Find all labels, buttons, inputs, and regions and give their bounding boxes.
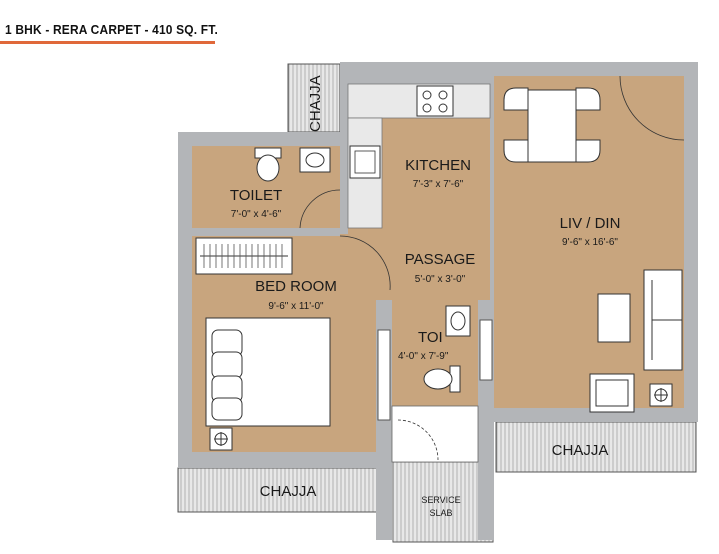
chajja-top-area <box>287 63 341 133</box>
passage-size: 5'-0" x 3'-0" <box>415 274 466 285</box>
fan-icon <box>209 427 233 451</box>
bedroom-window <box>377 329 391 421</box>
kitchen-size: 7'-3" x 7'-6" <box>413 179 464 190</box>
duct-door-swing <box>397 419 439 461</box>
chajja-top-label: CHAJJA <box>307 75 324 132</box>
sofa-icon <box>643 269 683 371</box>
armchair <box>589 373 635 413</box>
stove-icon <box>416 85 454 117</box>
kitchen-name: KITCHEN <box>405 157 471 174</box>
toilet-size: 7'-0" x 4'-6" <box>231 209 282 220</box>
service-slab-area <box>392 461 494 543</box>
service-slab-line2: SLAB <box>429 508 452 518</box>
chajja-bottom-left-label: CHAJJA <box>260 483 317 500</box>
service-slab-line1: SERVICE <box>421 495 460 505</box>
fan-icon <box>649 383 673 407</box>
chajja-bottom-right-label: CHAJJA <box>552 442 609 459</box>
liv-din-name: LIV / DIN <box>560 215 621 232</box>
main-door-swing <box>619 75 685 141</box>
sink-icon <box>349 145 381 179</box>
coffee-table <box>597 293 631 343</box>
washbasin-icon <box>445 305 471 337</box>
wc-icon <box>423 365 461 393</box>
duct-area <box>391 405 479 463</box>
washbasin-icon <box>299 147 331 173</box>
toilet2-size: 4'-0" x 7'-9" <box>398 351 449 362</box>
plan-title: 1 BHK - RERA CARPET - 410 SQ. FT. <box>5 22 218 37</box>
dining-table-icon <box>503 87 601 163</box>
toilet2-window <box>479 319 493 381</box>
toilet-door-swing <box>299 189 341 229</box>
title-underline <box>0 41 215 44</box>
liv-din-size: 9'-6" x 16'-6" <box>562 237 618 248</box>
toilet-name: TOILET <box>230 187 282 204</box>
bed-icon <box>205 317 331 427</box>
wc-icon <box>254 147 282 182</box>
bedroom-size: 9'-6" x 11'-0" <box>268 301 324 312</box>
bedroom-door-swing <box>339 235 391 291</box>
passage-floor <box>340 234 490 300</box>
toilet2-name: TOI <box>418 329 443 346</box>
wall-mass <box>178 132 192 468</box>
passage-name: PASSAGE <box>405 251 476 268</box>
chajja-bottom-right-area <box>495 421 697 473</box>
wardrobe-icon <box>195 237 293 275</box>
bedroom-name: BED ROOM <box>255 278 337 295</box>
